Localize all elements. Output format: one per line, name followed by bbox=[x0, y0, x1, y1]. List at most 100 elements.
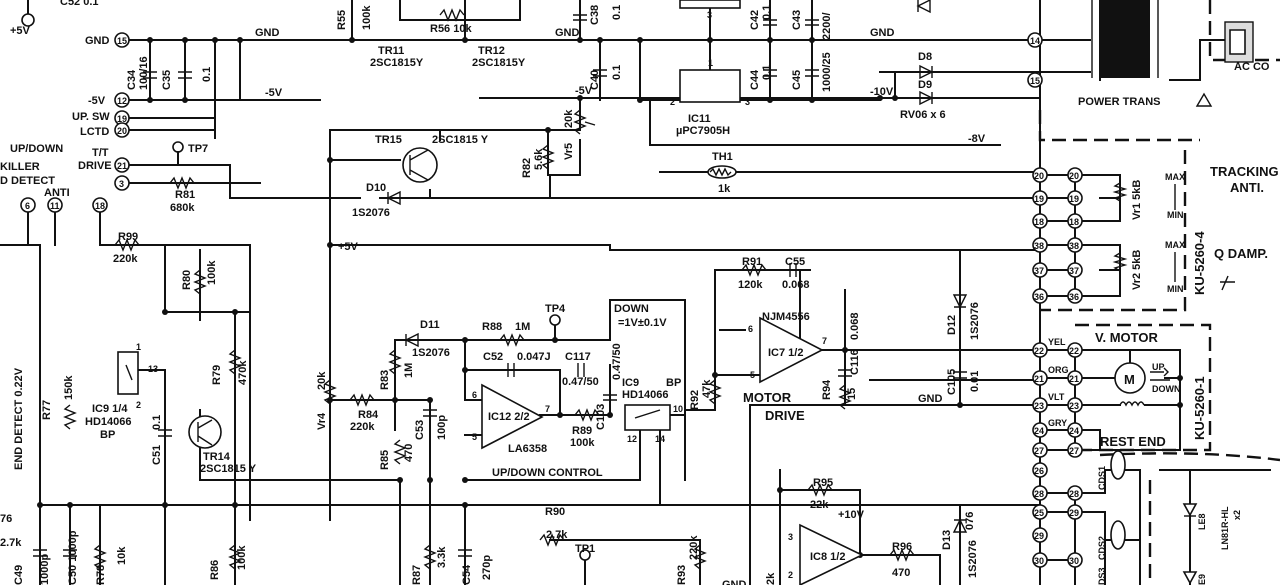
label-supply-m10v: -10V bbox=[870, 86, 894, 98]
label-components-ic7p6: 6 bbox=[748, 324, 753, 334]
label-components-tp7: TP7 bbox=[188, 143, 208, 155]
label-components-ic11t: µPC7905H bbox=[676, 125, 730, 137]
label-right-side-p22: 22 bbox=[1034, 346, 1044, 356]
label-components-r86v: 100k bbox=[236, 545, 248, 570]
label-components-c116: C116 bbox=[849, 349, 861, 375]
label-components-c44v: 0.1 bbox=[761, 65, 773, 80]
label-components-tr14t: 2SC1815 Y bbox=[200, 463, 257, 475]
label-components-r78: R78 bbox=[95, 565, 107, 585]
label-connector-left-lbl-m5v: -5V bbox=[88, 95, 106, 107]
label-right-side-q21: 21 bbox=[1069, 374, 1079, 384]
label-components-ic9bb: BP bbox=[666, 377, 681, 389]
label-right-side-p30: 30 bbox=[1034, 556, 1044, 566]
label-components-d11: D11 bbox=[420, 319, 440, 331]
label-components-r93v: 220k bbox=[688, 535, 700, 560]
label-components-ic8: IC8 1/2 bbox=[810, 551, 845, 563]
label-components-ic12p5: 5 bbox=[472, 432, 477, 442]
label-connector-left-lbl-upsw: UP. SW bbox=[72, 111, 110, 123]
label-components-ic12t: LA6358 bbox=[508, 443, 547, 455]
label-components-r86: R86 bbox=[209, 560, 221, 580]
label-components-c43v: 2200/ bbox=[821, 12, 833, 40]
label-components-d12t: 1S2076 bbox=[969, 302, 981, 340]
label-right-side-p26: 26 bbox=[1034, 466, 1044, 476]
label-components-vr4v: 20k bbox=[316, 371, 328, 390]
label-connector-left-pin18: 18 bbox=[95, 201, 105, 211]
label-right-side-p27: 27 bbox=[1034, 446, 1044, 456]
label-components-c103v: 0.47/50 bbox=[611, 343, 623, 380]
label-connector-left-lbl-detect: D DETECT bbox=[0, 175, 55, 187]
label-right-side-p28: 28 bbox=[1034, 489, 1044, 499]
label-components-ic12p6: 6 bbox=[472, 390, 477, 400]
label-components-c117v: 0.47/50 bbox=[562, 376, 599, 388]
label-components-c34v: 100/16 bbox=[138, 56, 150, 90]
label-right-side-vmotor: V. MOTOR bbox=[1095, 330, 1158, 345]
label-components-r92: R92 bbox=[689, 390, 701, 410]
label-connector-left-lbl-gnd: GND bbox=[85, 35, 110, 47]
label-right-side-yel: YEL bbox=[1048, 337, 1066, 347]
label-components-c52: C52 bbox=[483, 351, 503, 363]
label-components-d10t: 1S2076 bbox=[352, 207, 390, 219]
label-components-r56: R56 10k bbox=[430, 23, 472, 35]
label-components-r88v: 1M bbox=[515, 321, 530, 333]
label-components-r81: R81 bbox=[175, 189, 195, 201]
label-components-cds1: CDS1 bbox=[1097, 466, 1107, 490]
label-components-ic11: IC11 bbox=[688, 113, 711, 125]
label-right-side-q18: 18 bbox=[1069, 217, 1079, 227]
label-right-side-p23: 23 bbox=[1034, 401, 1044, 411]
label-components-r99: R99 bbox=[118, 231, 138, 243]
label-components-cds2: CDS2 bbox=[1097, 536, 1107, 560]
label-components-tr15: TR15 bbox=[375, 134, 402, 146]
label-right-side-vlt: VLT bbox=[1048, 392, 1065, 402]
label-connector-left-pin6: 6 bbox=[25, 201, 30, 211]
label-components-d13t: 1S2076 bbox=[967, 540, 979, 578]
label-right-side-q20: 20 bbox=[1069, 171, 1079, 181]
label-connector-left-pin11: 11 bbox=[50, 201, 60, 211]
label-right-side-p36: 36 bbox=[1034, 292, 1044, 302]
label-right-side-up: UP bbox=[1152, 362, 1165, 372]
label-right-side-vr1: Vr1 5kB bbox=[1131, 180, 1143, 220]
label-supply-m5v: -5V bbox=[265, 87, 283, 99]
label-components-tr11: TR11 bbox=[378, 45, 404, 57]
label-right-side-p19: 19 bbox=[1034, 194, 1044, 204]
label-right-side-p20: 20 bbox=[1034, 171, 1044, 181]
label-right-side-ku2: KU-5260-1 bbox=[1192, 376, 1207, 440]
label-components-r83v: 1M bbox=[403, 363, 415, 378]
label-components-c52v: 0.047J bbox=[517, 351, 551, 363]
label-right-side-p38: 38 bbox=[1034, 241, 1044, 251]
label-right-side-max2: MAX bbox=[1165, 240, 1185, 250]
label-components-c54v: 270p bbox=[481, 555, 493, 580]
label-right-side-tracking: TRACKING bbox=[1210, 164, 1279, 179]
power-section: GND GND GND -5V -5V -10V -8V C34 100/16 … bbox=[126, 0, 986, 145]
label-components-c50: C50 1000p bbox=[67, 530, 79, 585]
label-components-c2k: 2k bbox=[765, 572, 777, 585]
label-components-r78v: 10k bbox=[116, 546, 128, 565]
label-right-side-q37: 37 bbox=[1069, 266, 1079, 276]
label-components-d11t: 1S2076 bbox=[412, 347, 450, 359]
label-right-side-ku1: KU-5260-4 bbox=[1192, 231, 1207, 295]
label-components-r95v: 22k bbox=[810, 499, 829, 511]
label-connector-left-lbl-lctd: LCTD bbox=[80, 126, 109, 138]
label-components-downv: =1V±0.1V bbox=[618, 317, 667, 329]
label-connector-left-pin3: 3 bbox=[119, 179, 124, 189]
label-right-side-min2: MIN bbox=[1167, 284, 1184, 294]
label-components-th1: TH1 bbox=[712, 151, 733, 163]
right-connector: 14 15 20 19 18 38 37 36 20 19 18 38 37 3… bbox=[1027, 32, 1083, 568]
label-right-side-m: M bbox=[1124, 372, 1135, 387]
label-components-ic9a-p13: 13 bbox=[148, 364, 158, 374]
label-components-drive: DRIVE bbox=[765, 408, 805, 423]
label-components-c55: C55 bbox=[785, 256, 805, 268]
label-components-c45: C45 bbox=[791, 70, 803, 90]
label-components-r80v: 100k bbox=[206, 260, 218, 285]
label-connector-left-pin15: 15 bbox=[117, 36, 127, 46]
label-components-c117: C117 bbox=[565, 351, 591, 363]
label-components-r96: R96 bbox=[892, 541, 912, 553]
right-modules: POWER TRANS AC CO Vr1 5kB Vr2 5kB MAX MI… bbox=[1078, 0, 1279, 585]
label-right-side-p29: 29 bbox=[1034, 531, 1044, 541]
label-components-r91v: 120k bbox=[738, 279, 763, 291]
label-components-c35: C35 bbox=[161, 70, 173, 90]
label-right-side-rest-end: REST END bbox=[1100, 434, 1166, 449]
label-components-ic9a: IC9 1/4 bbox=[92, 403, 128, 415]
label-components-ic11p3: 3 bbox=[745, 97, 750, 107]
label-components-r55v: 100k bbox=[361, 5, 373, 30]
